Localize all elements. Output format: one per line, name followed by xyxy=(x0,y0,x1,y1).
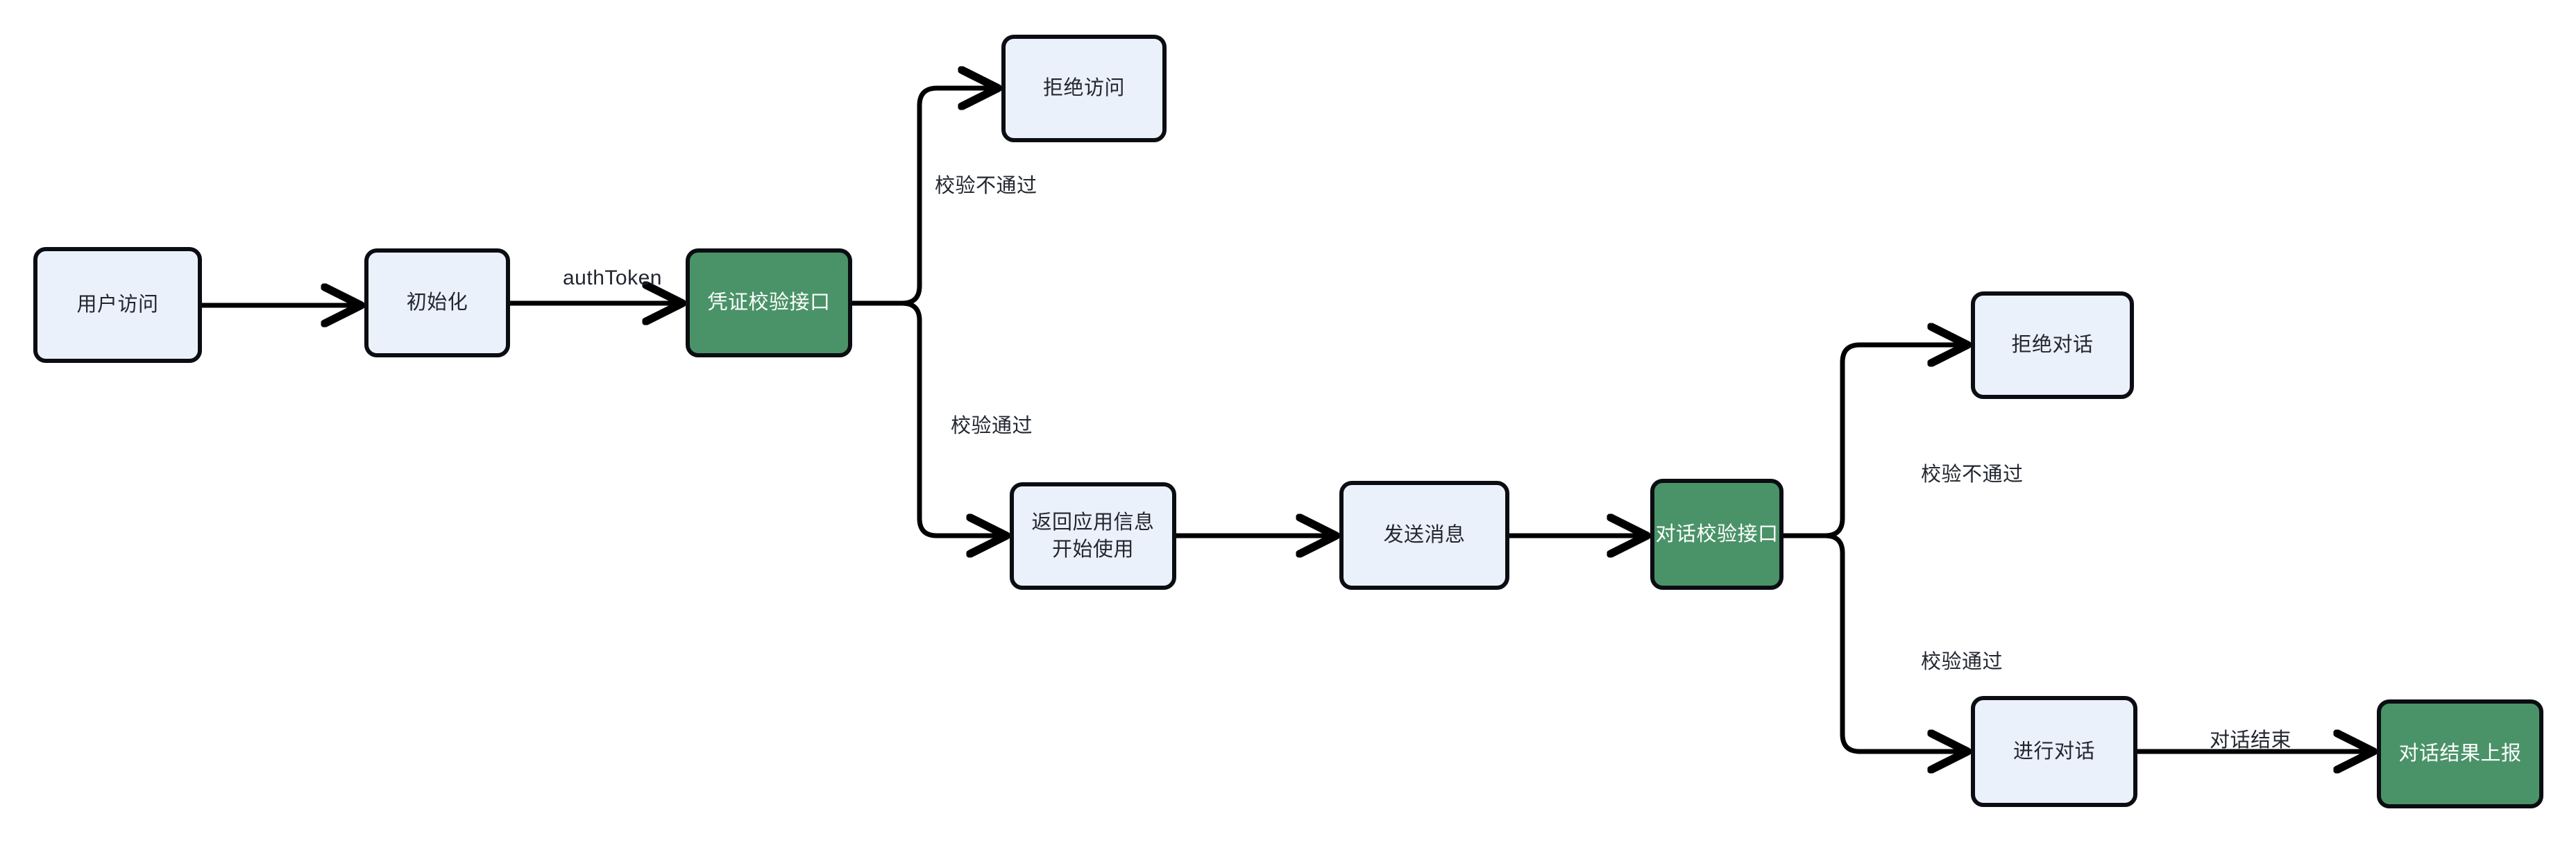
edge-label-chat-pass: 校验通过 xyxy=(1921,651,2003,673)
edge-label-chat-end: 对话结束 xyxy=(2210,729,2292,751)
node-deny-chat[interactable]: 拒绝对话 xyxy=(1971,291,2134,399)
edge-chat-fail-to-deny-chat xyxy=(1824,345,1964,538)
node-auth-verify-api[interactable]: 凭证校验接口 xyxy=(686,248,852,357)
edge-label-auth-fail: 校验不通过 xyxy=(935,175,1037,197)
node-user-access[interactable]: 用户访问 xyxy=(33,247,202,363)
edge-chat-pass-to-do-chat xyxy=(1824,533,1964,751)
node-init[interactable]: 初始化 xyxy=(364,248,510,357)
node-report-chat-result[interactable]: 对话结果上报 xyxy=(2377,699,2543,808)
node-send-message[interactable]: 发送消息 xyxy=(1339,481,1509,590)
node-chat-verify-api[interactable]: 对话校验接口 xyxy=(1650,479,1783,590)
node-deny-access[interactable]: 拒绝访问 xyxy=(1001,35,1167,142)
edge-label-auth-pass: 校验通过 xyxy=(951,415,1033,437)
node-return-app-info[interactable]: 返回应用信息 开始使用 xyxy=(1010,482,1176,590)
node-do-chat[interactable]: 进行对话 xyxy=(1971,696,2137,807)
edge-label-chat-fail: 校验不通过 xyxy=(1921,464,2024,486)
edge-label-authtoken: authToken xyxy=(563,266,662,289)
